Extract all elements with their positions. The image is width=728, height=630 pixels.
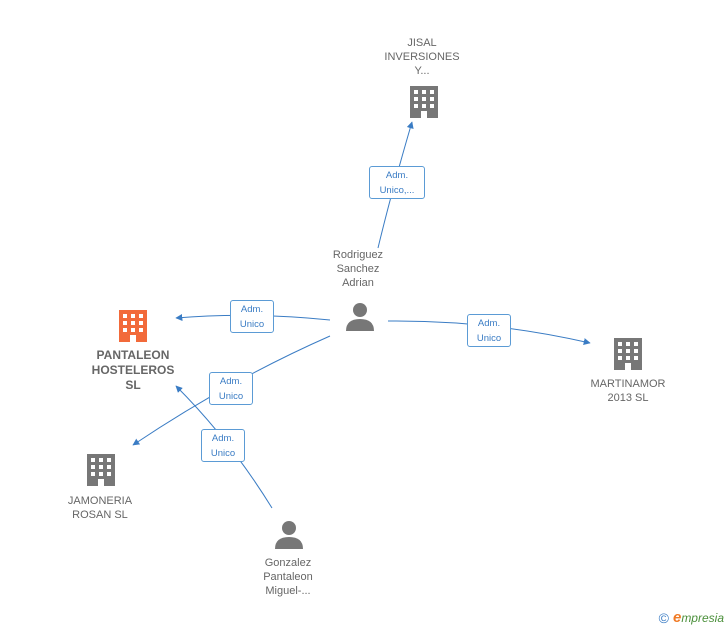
building-icon[interactable] <box>117 308 149 349</box>
node-label-martinamor[interactable]: MARTINAMOR 2013 SL <box>590 378 666 404</box>
edge-label-rodriguez-jisal[interactable]: Adm. Unico,... <box>369 166 425 199</box>
edge-label-rodriguez-pantaleon[interactable]: Adm. Unico <box>230 300 274 333</box>
node-label-jamoneria[interactable]: JAMONERIA ROSAN SL <box>67 495 133 521</box>
brand-logo: empresia <box>672 609 724 626</box>
building-icon[interactable] <box>612 336 644 377</box>
building-icon[interactable] <box>408 84 440 125</box>
edge-label-rodriguez-jamoneria[interactable]: Adm. Unico <box>209 372 253 405</box>
node-label-rodriguez[interactable]: Rodriguez Sanchez Adrian <box>332 249 384 289</box>
footer-brand: © empresia <box>659 609 724 626</box>
building-icon[interactable] <box>85 452 117 493</box>
edge-label-gonzalez-pantaleon[interactable]: Adm. Unico <box>201 429 245 462</box>
person-icon[interactable] <box>273 518 305 555</box>
person-icon[interactable] <box>344 300 376 337</box>
node-label-jisal[interactable]: JISAL INVERSIONES Y... <box>384 37 460 77</box>
node-label-pantaleon[interactable]: PANTALEON HOSTELEROS SL <box>91 348 175 392</box>
copyright-icon: © <box>658 609 669 626</box>
edge-label-rodriguez-martinamor[interactable]: Adm. Unico <box>467 314 511 347</box>
node-label-gonzalez[interactable]: Gonzalez Pantaleon Miguel-... <box>263 557 313 597</box>
